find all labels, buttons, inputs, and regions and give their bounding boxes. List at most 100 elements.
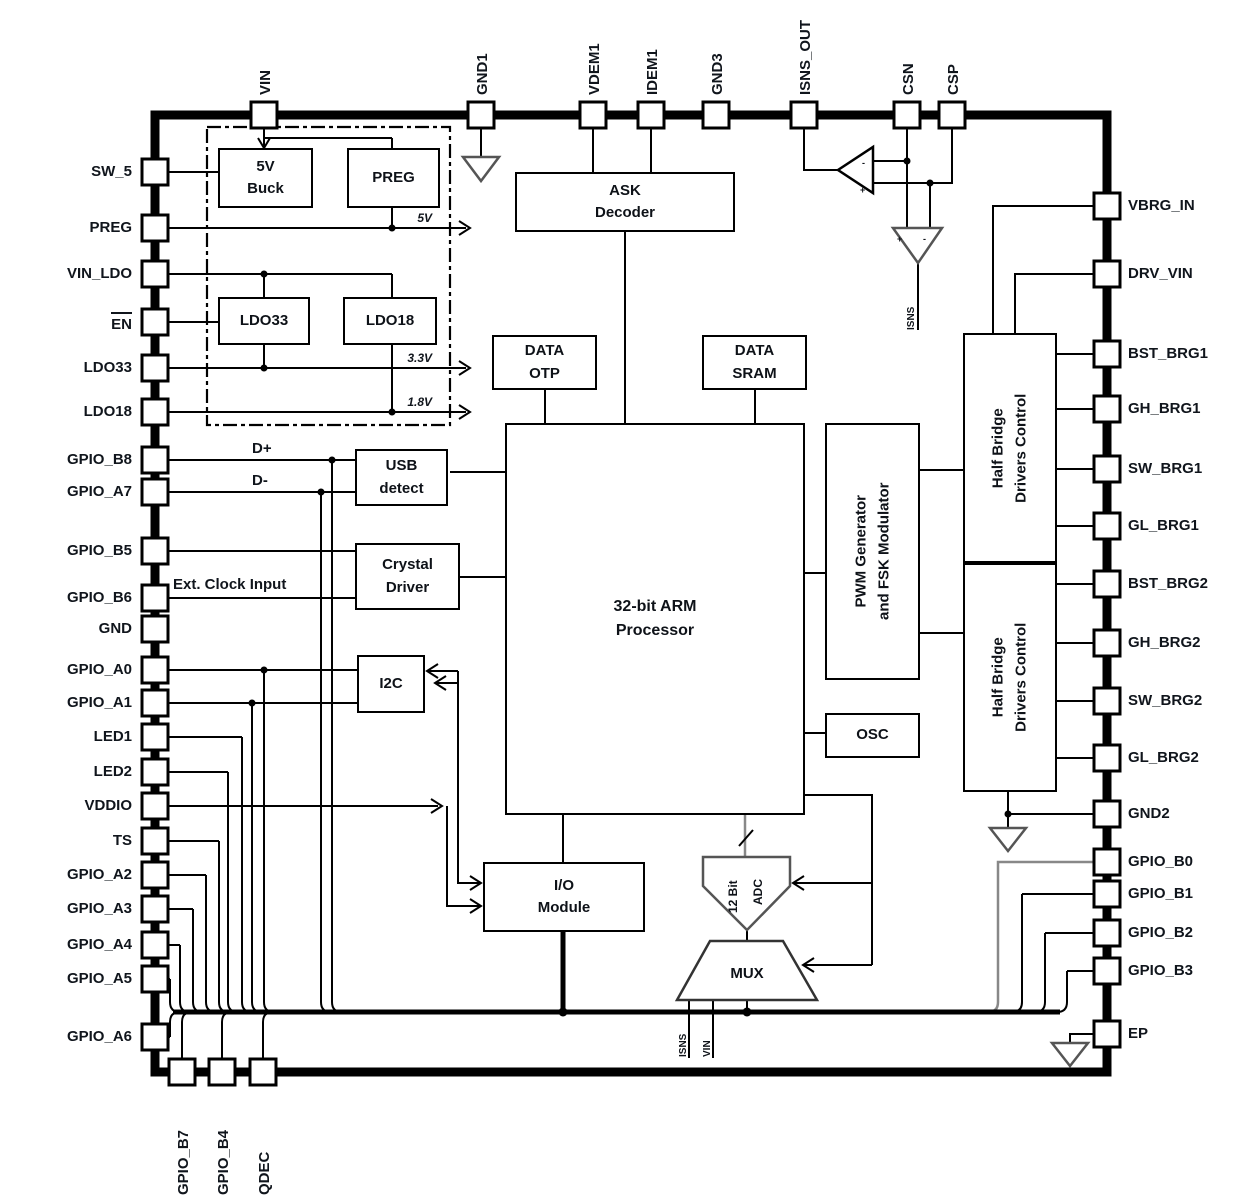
pin-label: GPIO_B7 [175, 1130, 192, 1195]
pin-right-GH_BRG1 [1092, 394, 1122, 424]
block-half-bridge-1: Half Bridge Drivers Control [963, 333, 1057, 563]
pin-label: GH_BRG1 [1128, 400, 1201, 417]
pin-bottom-GPIO_B4 [207, 1057, 237, 1087]
pin-label: GPIO_B1 [1128, 885, 1194, 902]
pin-label: GND2 [1128, 805, 1170, 822]
pin-label: GPIO_A7 [66, 483, 132, 500]
block-i2c: I2C [357, 655, 425, 713]
pin-label: GPIO_B3 [1128, 962, 1194, 979]
pin-label: GL_BRG1 [1128, 517, 1199, 534]
pin-right-SW_BRG1 [1092, 454, 1122, 484]
pin-label: SW_BRG2 [1128, 692, 1203, 709]
pin-left-LED2 [140, 757, 170, 787]
bus-width-slash [738, 829, 754, 847]
pin-label: EN [4, 312, 132, 335]
mux-label: MUX [730, 965, 763, 982]
isns-out-amplifier-icon [835, 144, 875, 196]
pin-left-TS [140, 826, 170, 856]
ground-icon [460, 155, 502, 184]
block-ldo18: LDO18 [343, 297, 437, 345]
pin-label: BST_BRG1 [1128, 345, 1209, 362]
pin-label: PREG [89, 219, 132, 236]
pin-right-GPIO_B0 [1092, 847, 1122, 877]
pin-left-GPIO_A0 [140, 655, 170, 685]
pin-top-VIN [249, 100, 279, 130]
bus [173, 932, 1060, 1015]
pin-label: TS [112, 832, 132, 849]
wire-label-d-minus: D- [252, 472, 268, 489]
pin-left-VDDIO [140, 791, 170, 821]
pin-label: GPIO_A1 [66, 694, 132, 711]
pin-label: VDEM1 [586, 43, 603, 95]
block-half-bridge-2: Half Bridge Drivers Control [963, 563, 1057, 792]
pin-label: GL_BRG2 [1128, 749, 1199, 766]
adc-label-line2: ADC [751, 879, 765, 905]
pin-right-BST_BRG1 [1092, 339, 1122, 369]
pin-right-GL_BRG2 [1092, 743, 1122, 773]
pin-left-GPIO_A7 [140, 477, 170, 507]
pin-label: SW_BRG1 [1128, 460, 1203, 477]
wire-label-ext-clock: Ext. Clock Input [173, 576, 287, 593]
pin-label: GPIO_B6 [66, 589, 132, 606]
pin-label: QDEC [256, 1151, 273, 1195]
mux-shape [674, 939, 820, 1002]
pin-label: DRV_VIN [1128, 265, 1193, 282]
pin-right-EP [1092, 1019, 1122, 1049]
ground-symbols [460, 155, 1091, 1069]
pin-label: CSN [900, 63, 917, 95]
svg-text:+: + [860, 185, 865, 195]
mux-vin-wire-label: VIN [702, 1040, 713, 1057]
pin-label: VIN_LDO [66, 265, 132, 282]
pin-left-GPIO_B8 [140, 445, 170, 475]
pin-bottom-GPIO_B7 [167, 1057, 197, 1087]
pin-label: LED1 [93, 728, 132, 745]
pin-label: BST_BRG2 [1128, 575, 1209, 592]
pin-left-LED1 [140, 722, 170, 752]
isns-amplifier-icon [890, 226, 945, 266]
pin-top-GND3 [701, 100, 731, 130]
pin-top-CSP [937, 100, 967, 130]
pin-right-GL_BRG1 [1092, 511, 1122, 541]
pin-right-GPIO_B2 [1092, 918, 1122, 948]
pin-label: GPIO_B4 [215, 1129, 232, 1195]
pin-label: GPIO_B2 [1128, 924, 1194, 941]
power-domain-boundary [205, 125, 452, 427]
pin-label: LDO18 [83, 403, 132, 420]
pin-left-SW_5 [140, 157, 170, 187]
adc-label-line1: 12 Bit [726, 880, 740, 913]
pin-label: LDO33 [83, 359, 132, 376]
svg-text:+: + [897, 234, 902, 244]
block-osc: OSC [825, 713, 920, 758]
wire-label-5v: 5V [417, 211, 432, 225]
pin-left-GPIO_A3 [140, 894, 170, 924]
pin-label: GND1 [474, 53, 491, 95]
pin-label: VDDIO [84, 797, 132, 814]
pin-top-IDEM1 [636, 100, 666, 130]
isns-wire-label: ISNS [906, 306, 917, 330]
pin-right-BST_BRG2 [1092, 569, 1122, 599]
pin-left-GND [140, 614, 170, 644]
pin-left-LDO18 [140, 397, 170, 427]
pin-label: SW_5 [91, 163, 132, 180]
pin-top-GND1 [466, 100, 496, 130]
pin-label: GPIO_B0 [1128, 853, 1194, 870]
pin-label: GPIO_A6 [66, 1028, 132, 1045]
pin-label: GH_BRG2 [1128, 634, 1201, 651]
adc-shape [701, 855, 792, 932]
pin-bottom-QDEC [248, 1057, 278, 1087]
pin-right-GH_BRG2 [1092, 628, 1122, 658]
pin-left-GPIO_A6 [140, 1022, 170, 1052]
pin-label: GPIO_A3 [66, 900, 132, 917]
svg-text:-: - [923, 234, 926, 244]
ground-icon [987, 826, 1029, 854]
pin-label: GPIO_A5 [66, 970, 132, 987]
block-ldo33: LDO33 [218, 297, 310, 345]
pin-left-VIN_LDO [140, 259, 170, 289]
pin-label: LED2 [93, 763, 132, 780]
pin-right-GND2 [1092, 799, 1122, 829]
pin-label: CSP [945, 64, 962, 95]
mux-isns-wire-label: ISNS [678, 1033, 689, 1057]
pin-label: GPIO_B5 [66, 542, 132, 559]
